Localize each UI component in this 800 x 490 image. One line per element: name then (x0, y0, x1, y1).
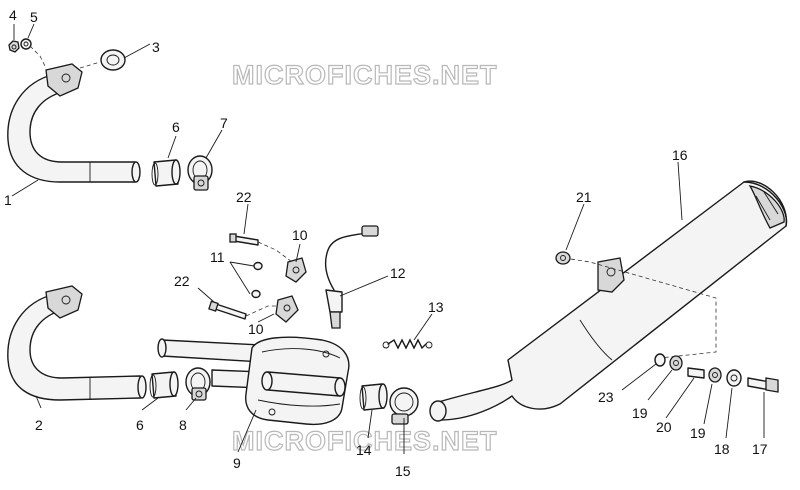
callout-6-lower: 6 (136, 417, 144, 433)
callout-1: 1 (4, 192, 12, 208)
callout-13: 13 (428, 299, 444, 315)
callout-21: 21 (576, 189, 592, 205)
part-8-clamp-lower (185, 367, 211, 401)
part-19-bush-a (669, 355, 683, 371)
part-22-bolt-upper (229, 233, 259, 246)
part-23-washer (654, 353, 666, 367)
part-20-spacer (687, 367, 705, 379)
part-14-sleeve (359, 383, 388, 411)
callout-4: 4 (9, 7, 17, 23)
callout-17: 17 (752, 441, 768, 457)
callout-15: 15 (395, 463, 411, 479)
callout-10-lower: 10 (248, 321, 264, 337)
callout-14: 14 (356, 442, 372, 458)
part-10-bracket-upper (285, 257, 307, 283)
part-4-nut (8, 40, 20, 53)
callout-9: 9 (233, 455, 241, 471)
callout-2: 2 (35, 417, 43, 433)
part-13-spring (382, 338, 433, 350)
callout-18: 18 (714, 441, 730, 457)
callout-22-upper: 22 (236, 189, 252, 205)
callout-19-right: 19 (690, 425, 706, 441)
callout-11: 11 (210, 249, 225, 265)
callout-5: 5 (30, 9, 38, 25)
part-12-lambda-sensor (324, 225, 379, 329)
part-1-header-pipe-upper (7, 63, 141, 183)
part-6-sleeve-lower (149, 371, 179, 399)
part-7-clamp-upper (187, 155, 213, 191)
part-21-nut (555, 251, 571, 265)
callout-3: 3 (152, 39, 160, 55)
part-10-bracket-lower (275, 295, 299, 323)
part-3-gasket (100, 49, 126, 71)
callout-20: 20 (656, 419, 672, 435)
callout-23: 23 (598, 389, 614, 405)
leader-lines (11, 23, 765, 454)
part-18-washer (726, 369, 742, 387)
callout-12: 12 (390, 265, 406, 281)
callout-19-left: 19 (632, 405, 648, 421)
part-2-header-pipe-lower (7, 285, 147, 401)
part-9-collector-box (157, 336, 350, 426)
part-5-washer (20, 38, 32, 50)
part-16-silencer (429, 180, 788, 422)
part-19-bush-b (708, 367, 722, 383)
callout-labels: 1 2 3 4 5 6 7 6 8 9 10 10 11 12 13 14 15… (4, 7, 768, 479)
part-22-bolt-lower (208, 300, 247, 320)
part-17-bolt (747, 377, 779, 393)
part-15-clamp (389, 387, 419, 425)
callout-8: 8 (179, 417, 187, 433)
watermark-bottom: MICROFICHES.NET (232, 426, 498, 456)
part-11-washer-upper (253, 261, 263, 271)
callout-6-upper: 6 (172, 119, 180, 135)
watermark-top: MICROFICHES.NET (232, 60, 498, 90)
callout-16: 16 (672, 147, 688, 163)
part-11-washer-lower (251, 289, 261, 299)
callout-7: 7 (220, 115, 228, 131)
callout-10-upper: 10 (292, 227, 308, 243)
part-6-sleeve-upper (151, 159, 181, 187)
callout-22-lower: 22 (174, 273, 190, 289)
